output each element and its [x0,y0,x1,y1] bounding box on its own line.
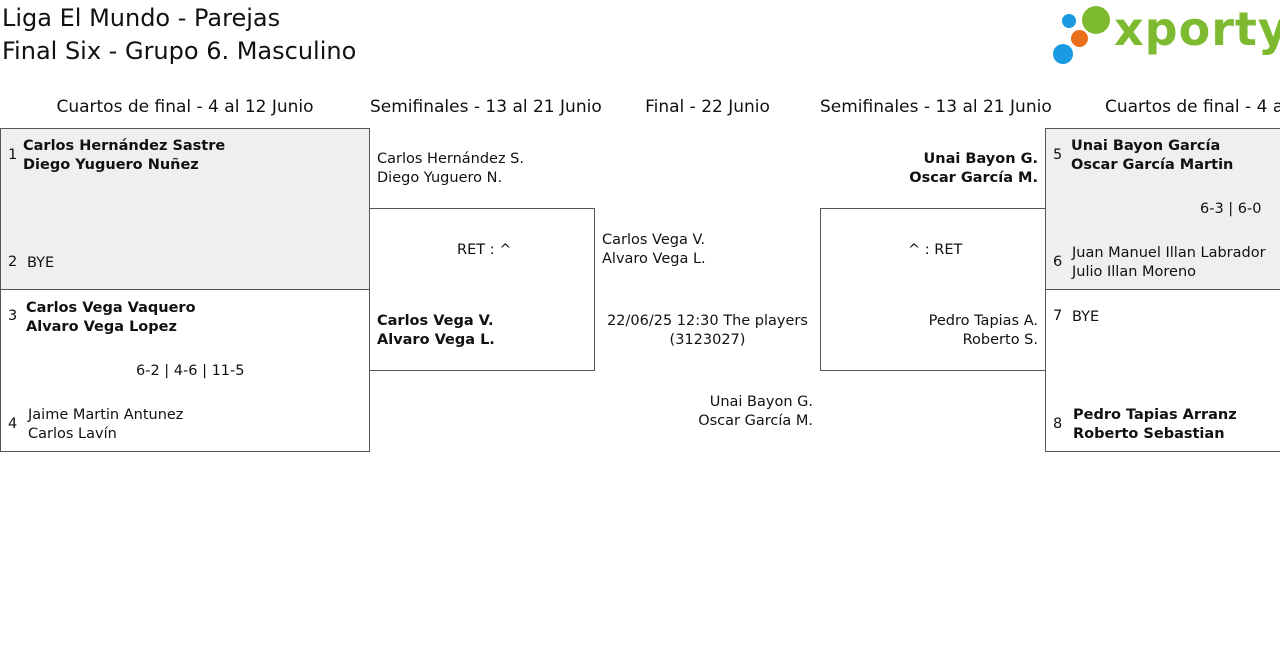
sf-left-match[interactable]: RET : ^ Carlos Vega V. Alvaro Vega L. [369,208,595,371]
qf-right-match-1[interactable]: 5 Unai Bayon García Oscar García Martin … [1045,128,1280,290]
logo-dot-blue-small-icon [1062,14,1076,28]
team-player: Oscar García Martin [1071,157,1234,173]
qf-left-match-1[interactable]: 1 Carlos Hernández Sastre Diego Yuguero … [0,128,370,290]
match-score: ^ : RET [908,242,963,258]
page-subtitle: Final Six - Grupo 6. Masculino [2,37,357,65]
team-player: Diego Yuguero Nuñez [23,157,199,173]
sf-right-match[interactable]: ^ : RET Pedro Tapias A. Roberto S. [820,208,1046,371]
seed-number: 7 [1053,308,1063,324]
round-header-final: Final - 22 Junio [645,97,770,117]
team-player: Carlos Hernández Sastre [23,138,226,154]
team-player: Alvaro Vega Lopez [26,319,177,335]
logo-wordmark: xporty [1114,2,1280,56]
team-player: Carlos Vega Vaquero [26,300,196,316]
logo-dot-orange-icon [1071,30,1088,47]
final-match-id: (3123027) [669,332,746,348]
team-player: Unai Bayon G. [923,151,1039,167]
team-player: Jaime Martin Antunez [28,407,184,423]
seed-number: 5 [1053,147,1063,163]
xporty-logo: xporty [1052,4,1280,66]
team-player: Alvaro Vega L. [602,251,706,267]
qf-right-match-2[interactable]: 7 BYE 8 Pedro Tapias Arranz Roberto Seba… [1045,289,1280,452]
team-player: Roberto Sebastian [1073,426,1225,442]
team-player: Julio Illan Moreno [1072,264,1197,280]
seed-number: 8 [1053,416,1063,432]
seed-number: 1 [8,147,18,163]
match-score: RET : ^ [457,242,512,258]
final-match-info: 22/06/25 12:30 The players [607,313,808,329]
seed-number: 2 [8,254,18,270]
team-player: Juan Manuel Illan Labrador [1072,245,1266,261]
team-player: Diego Yuguero N. [377,170,503,186]
round-header-right-semifinals: Semifinales - 13 al 21 Junio [820,97,1052,117]
logo-dot-blue-icon [1053,44,1073,64]
seed-number: 6 [1053,254,1063,270]
logo-dot-green-icon [1082,6,1110,34]
round-header-left-semifinals: Semifinales - 13 al 21 Junio [370,97,602,117]
team-player: Carlos Hernández S. [377,151,524,167]
seed-number: 3 [8,308,18,324]
team-player: Pedro Tapias A. [928,313,1038,329]
team-player: BYE [1072,309,1100,325]
match-score: 6-2 | 4-6 | 11-5 [136,363,245,379]
team-player: Alvaro Vega L. [377,332,495,348]
team-player: BYE [27,255,55,271]
qf-left-match-2[interactable]: 3 Carlos Vega Vaquero Alvaro Vega Lopez … [0,289,370,452]
team-player: Carlos Vega V. [602,232,706,248]
round-header-left-quarterfinals: Cuartos de final - 4 al 12 Junio [56,97,314,117]
team-player: Unai Bayon García [1071,138,1221,154]
seed-number: 4 [8,416,18,432]
team-player: Pedro Tapias Arranz [1073,407,1237,423]
team-player: Unai Bayon G. [709,394,813,410]
match-score: 6-3 | 6-0 [1200,201,1262,217]
team-player: Oscar García M. [909,170,1038,186]
team-player: Carlos Lavín [28,426,117,442]
team-player: Roberto S. [962,332,1038,348]
round-header-right-quarterfinals: Cuartos de final - 4 a [1105,97,1280,117]
page-title: Liga El Mundo - Parejas [2,4,281,32]
team-player: Oscar García M. [698,413,813,429]
team-player: Carlos Vega V. [377,313,494,329]
